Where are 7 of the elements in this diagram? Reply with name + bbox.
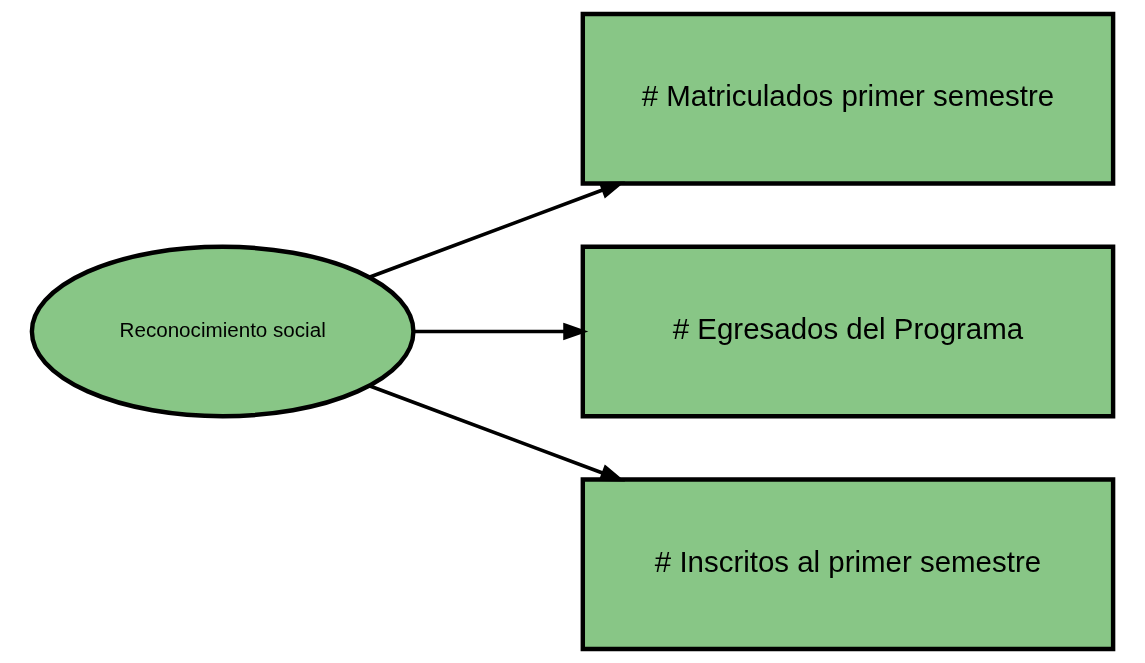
arrow	[368, 384, 626, 482]
arrow	[413, 322, 589, 341]
arrow	[368, 181, 626, 279]
node-ellipse: Reconocimiento social	[29, 244, 416, 419]
node-box: # Inscritos al primer semestre	[580, 477, 1116, 652]
node-box: # Egresados del Programa	[580, 244, 1116, 419]
node-box: # Matriculados primer semestre	[580, 11, 1116, 186]
